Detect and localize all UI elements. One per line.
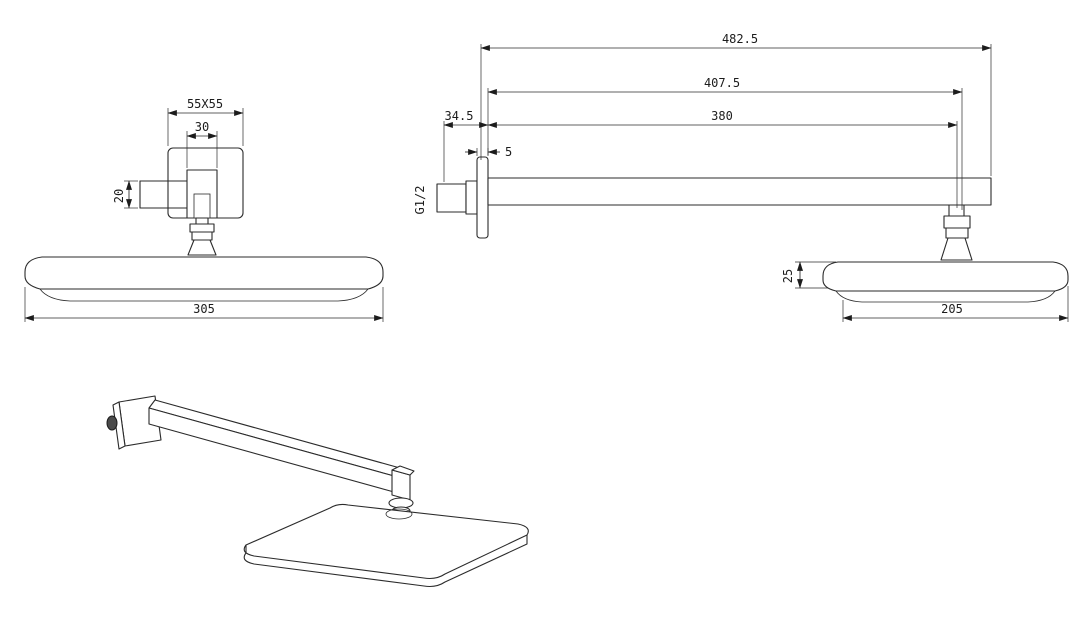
- dim-text-plate: 55X55: [187, 97, 223, 111]
- arm-side: [487, 177, 992, 206]
- front-view: 55X55 30 20 305: [24, 97, 384, 322]
- dim-text-thread-length: 34.5: [445, 109, 474, 123]
- isometric-view: [106, 395, 529, 588]
- dim-thread-34-5: 34.5: [443, 109, 489, 182]
- dim-text-flange: 5: [505, 145, 512, 159]
- arm-iso: [148, 399, 415, 501]
- dim-text-to-joint: 407.5: [704, 76, 740, 90]
- dim-text-head-width: 305: [193, 302, 215, 316]
- dim-text-inner: 30: [195, 120, 209, 134]
- dim-text-arm-height: 20: [112, 189, 126, 203]
- dim-text-head-height: 25: [781, 269, 795, 283]
- dim-flange-5: 5: [465, 145, 512, 159]
- head-top-face-iso: [243, 503, 529, 580]
- head-thickness-iso: [243, 534, 528, 588]
- joint-front: [187, 217, 217, 256]
- mount-detail-front: [193, 193, 211, 219]
- dim-arm-20: 20: [112, 180, 138, 209]
- head-body-side: [822, 261, 1069, 292]
- shower-head-front: [24, 256, 384, 302]
- shower-head-iso: [243, 503, 529, 588]
- arm-front: [139, 180, 188, 209]
- nozzle-band-side: [835, 290, 1056, 303]
- dim-overall-482-5: 482.5: [480, 32, 992, 176]
- thread-side: [436, 183, 467, 213]
- dim-text-arm-length: 380: [711, 109, 733, 123]
- dim-head-25: 25: [781, 261, 836, 289]
- nozzle-band-front: [39, 288, 369, 302]
- side-view: 482.5 407.5 34.5 380 5: [413, 32, 1069, 322]
- shower-head-side: [822, 261, 1069, 303]
- dim-plate-55x55: 55X55: [167, 97, 244, 146]
- joint-side: [940, 204, 973, 261]
- head-body-front: [24, 256, 384, 290]
- dim-text-head-depth: 205: [941, 302, 963, 316]
- dim-head-305: 305: [24, 287, 384, 322]
- thread-end-iso: [106, 415, 118, 431]
- joint-base-iso: [385, 508, 413, 520]
- dim-text-overall: 482.5: [722, 32, 758, 46]
- label-thread-size: G1/2: [413, 186, 427, 215]
- collar-side: [465, 180, 478, 215]
- flange-side: [476, 156, 489, 239]
- dim-arm-380: 380: [487, 109, 958, 208]
- dim-head-205: 205: [842, 286, 1069, 322]
- dim-inner-30: 30: [186, 120, 218, 168]
- dim-to-joint-407-5: 407.5: [487, 76, 963, 210]
